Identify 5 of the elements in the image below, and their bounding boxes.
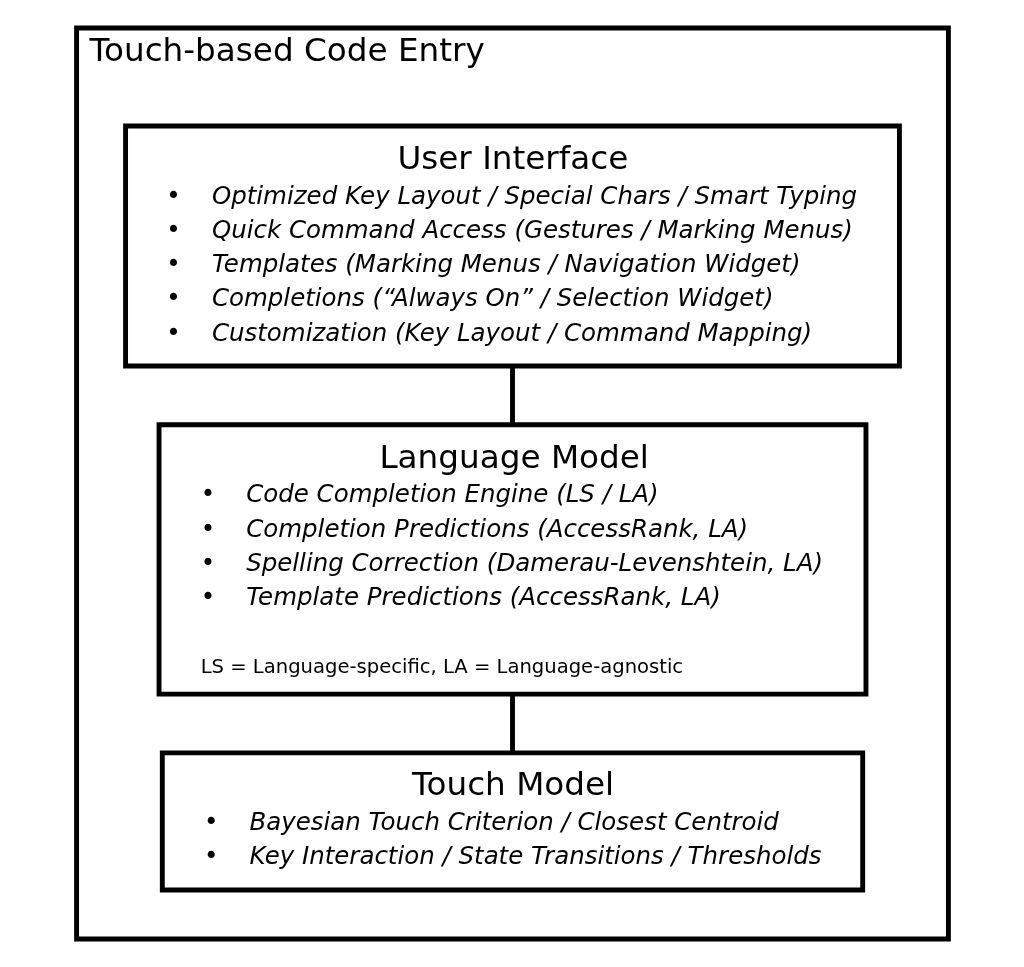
connector xyxy=(509,366,515,425)
node-box: User Interface • Optimized Key Layout / Special Chars / Smart Typing • Quick Command Access (Gestures / Marking Menus) • Templates (Marking Menus / Navigation Widget) • Completions (“Always On” / Selection Widget) • Customization (Key Layout / Command Mapping) xyxy=(122,123,902,369)
connector xyxy=(509,694,515,753)
node-box: Language Model • Code Completion Engine (LS / LA) • Completion Predictions (AccessRank, LA) • Spelling Correction (Damerau-Levenshtein, LA) • Template Predictions (AccessRank, LA) LS = Language-specific, LA = Language-agnostic xyxy=(156,422,868,697)
node-box: Touch Model • Bayesian Touch Criterion / Closest Centroid • Key Interaction / State Transitions / Thresholds xyxy=(159,750,865,893)
